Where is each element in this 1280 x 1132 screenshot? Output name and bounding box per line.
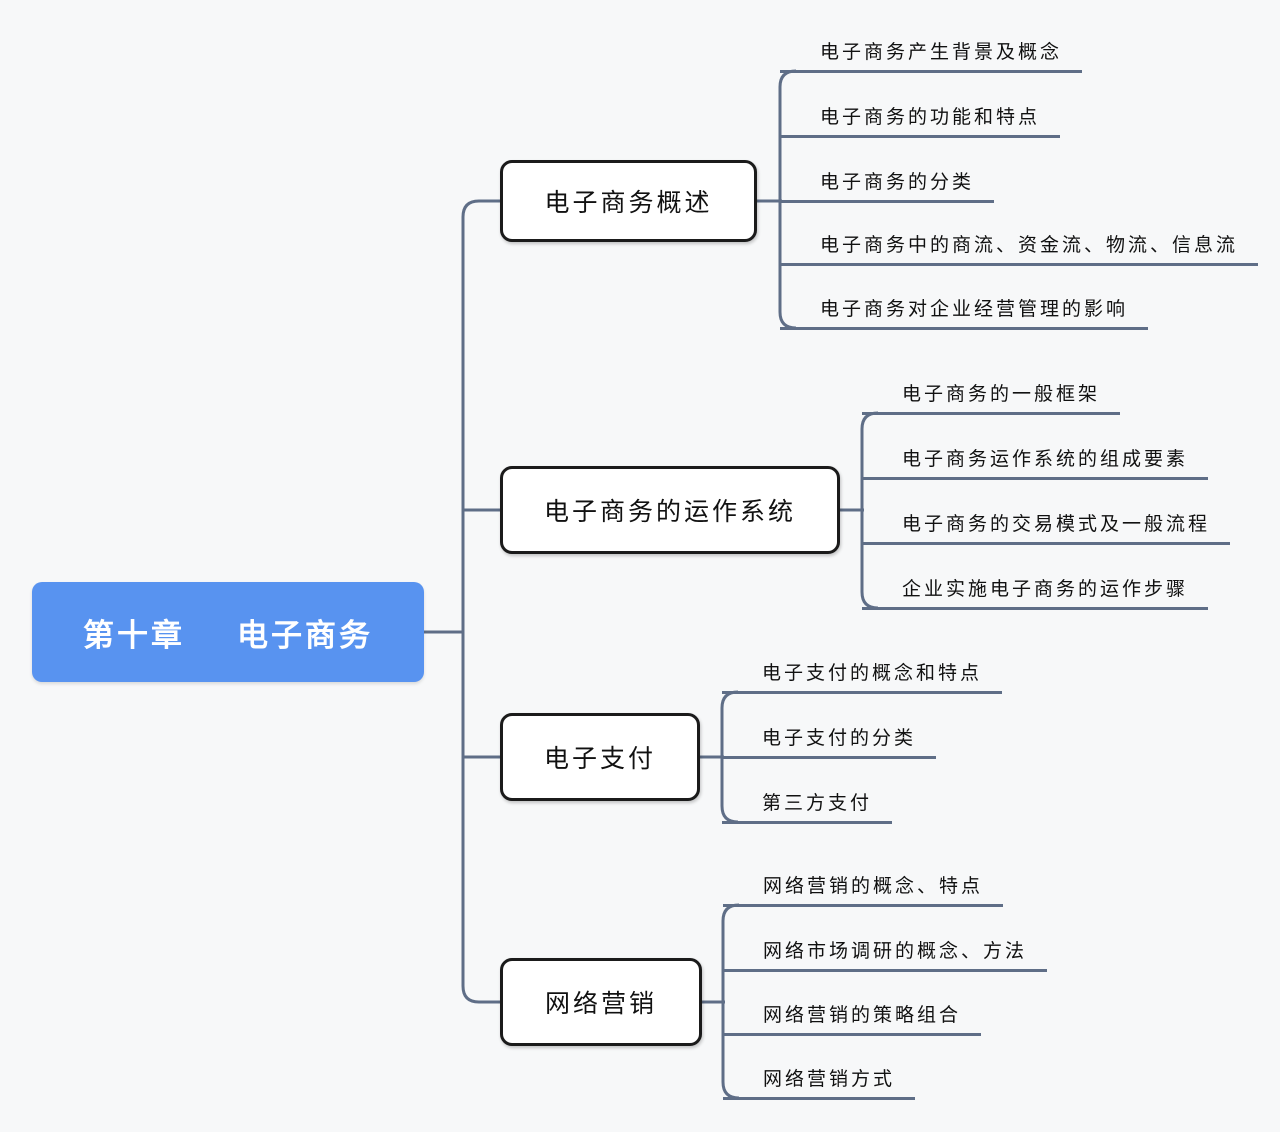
root-chapter-label: 第十章 [83, 617, 185, 654]
trunk-line [461, 199, 500, 1004]
leaf-topic[interactable]: 电子商务的交易模式及一般流程 [862, 512, 1231, 545]
leaf-topic[interactable]: 电子商务产生背景及概念 [780, 40, 1083, 73]
branch-label: 电子商务的运作系统 [543, 497, 796, 526]
leaf-topic[interactable]: 网络市场调研的概念、方法 [723, 939, 1048, 972]
leaf-topic[interactable]: 网络营销的策略组合 [723, 1003, 982, 1036]
leaf-topic[interactable]: 电子商务中的商流、资金流、物流、信息流 [780, 233, 1259, 266]
branch-node-network-marketing[interactable]: 网络营销 [500, 958, 702, 1046]
branch-node-ecommerce-overview[interactable]: 电子商务概述 [500, 160, 757, 242]
leaf-topic[interactable]: 电子支付的分类 [722, 726, 937, 759]
leaf-topic[interactable]: 电子商务的分类 [780, 170, 995, 203]
root-title-label: 电子商务 [237, 617, 373, 654]
branch-label: 电子商务概述 [544, 188, 713, 217]
leaf-topic[interactable]: 电子商务的一般框架 [862, 382, 1121, 415]
leaf-topic[interactable]: 网络营销的概念、特点 [723, 874, 1004, 907]
root-node-chapter10[interactable]: 第十章 电子商务 [32, 582, 424, 682]
leaf-topic[interactable]: 第三方支付 [722, 791, 893, 824]
leaf-topic[interactable]: 电子商务运作系统的组成要素 [862, 447, 1209, 480]
branch-label: 网络营销 [544, 989, 657, 1018]
leaf-topic[interactable]: 电子商务的功能和特点 [780, 105, 1061, 138]
leaf-topic[interactable]: 网络营销方式 [723, 1067, 916, 1100]
leaf-topic[interactable]: 电子商务对企业经营管理的影响 [780, 297, 1149, 330]
branch-label: 电子支付 [543, 744, 656, 773]
leaf-topic[interactable]: 企业实施电子商务的运作步骤 [862, 577, 1209, 610]
leaf-topic[interactable]: 电子支付的概念和特点 [722, 661, 1003, 694]
branch-node-epayment[interactable]: 电子支付 [500, 713, 700, 801]
branch-node-operation-system[interactable]: 电子商务的运作系统 [500, 466, 840, 554]
